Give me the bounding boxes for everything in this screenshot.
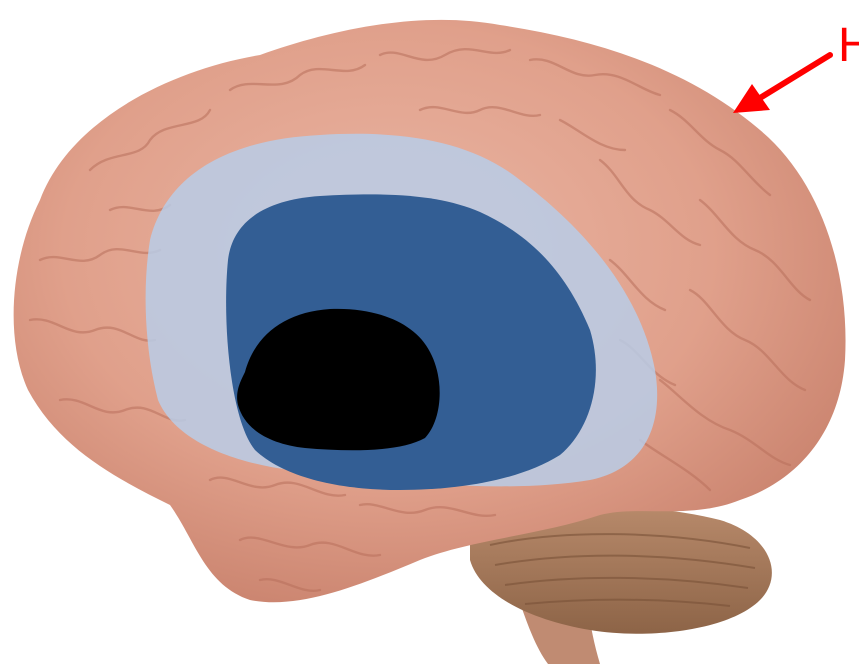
annotation-label: H bbox=[838, 22, 859, 70]
pointer-arrow-icon bbox=[733, 55, 830, 113]
